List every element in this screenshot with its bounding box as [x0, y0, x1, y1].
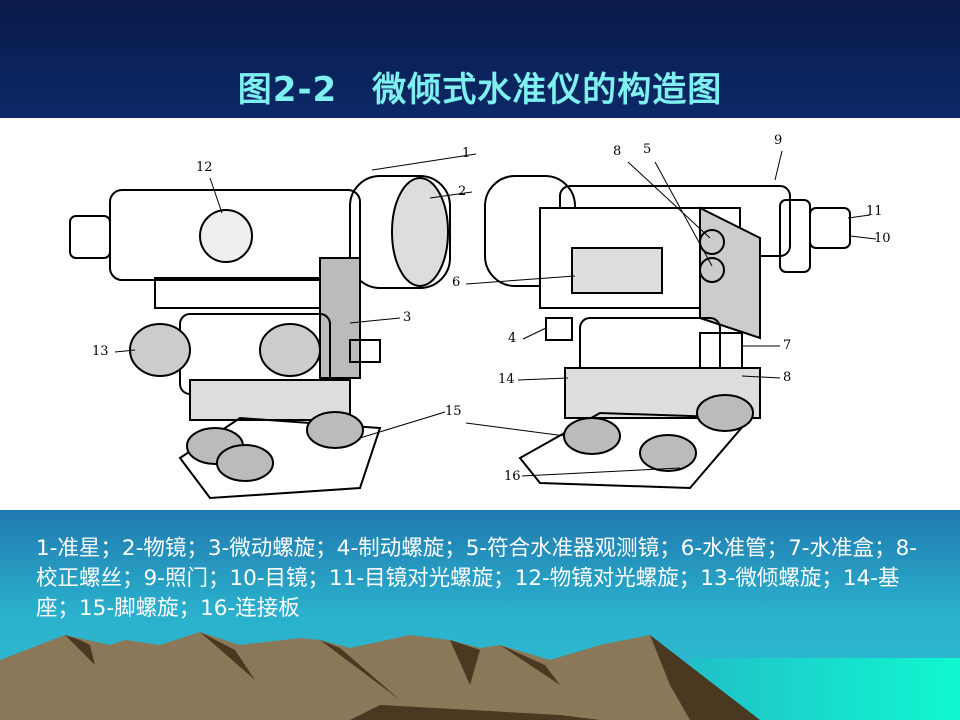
label-2: 2 — [458, 184, 467, 199]
mountain-landscape — [0, 632, 960, 720]
label-5: 5 — [643, 142, 652, 157]
label-9: 9 — [774, 133, 783, 148]
level-instrument-figure: 1 2 3 4 5 6 7 8 8 9 10 11 12 13 14 15 16 — [0, 118, 960, 510]
label-8-bottom: 8 — [783, 370, 792, 385]
leader-lines — [114, 150, 877, 477]
slide-title: 图2-2 微倾式水准仪的构造图 — [237, 70, 723, 110]
label-4: 4 — [508, 331, 517, 346]
instrument-right-view — [484, 175, 851, 490]
label-13: 13 — [92, 344, 109, 359]
label-8-top: 8 — [613, 144, 622, 159]
label-16: 16 — [504, 469, 521, 484]
label-10: 10 — [874, 231, 891, 246]
label-12: 12 — [196, 160, 213, 175]
label-3: 3 — [403, 310, 412, 325]
instrument-left-view — [69, 175, 451, 500]
label-14: 14 — [498, 372, 515, 387]
label-1: 1 — [462, 146, 471, 161]
parts-legend-text: 1-准星；2-物镜；3-微动螺旋；4-制动螺旋；5-符合水准器观测镜；6-水准管… — [36, 536, 917, 621]
label-7: 7 — [783, 338, 792, 353]
label-6: 6 — [452, 275, 461, 290]
label-15: 15 — [445, 404, 462, 419]
label-11: 11 — [866, 204, 883, 219]
mountain-range — [0, 632, 760, 720]
